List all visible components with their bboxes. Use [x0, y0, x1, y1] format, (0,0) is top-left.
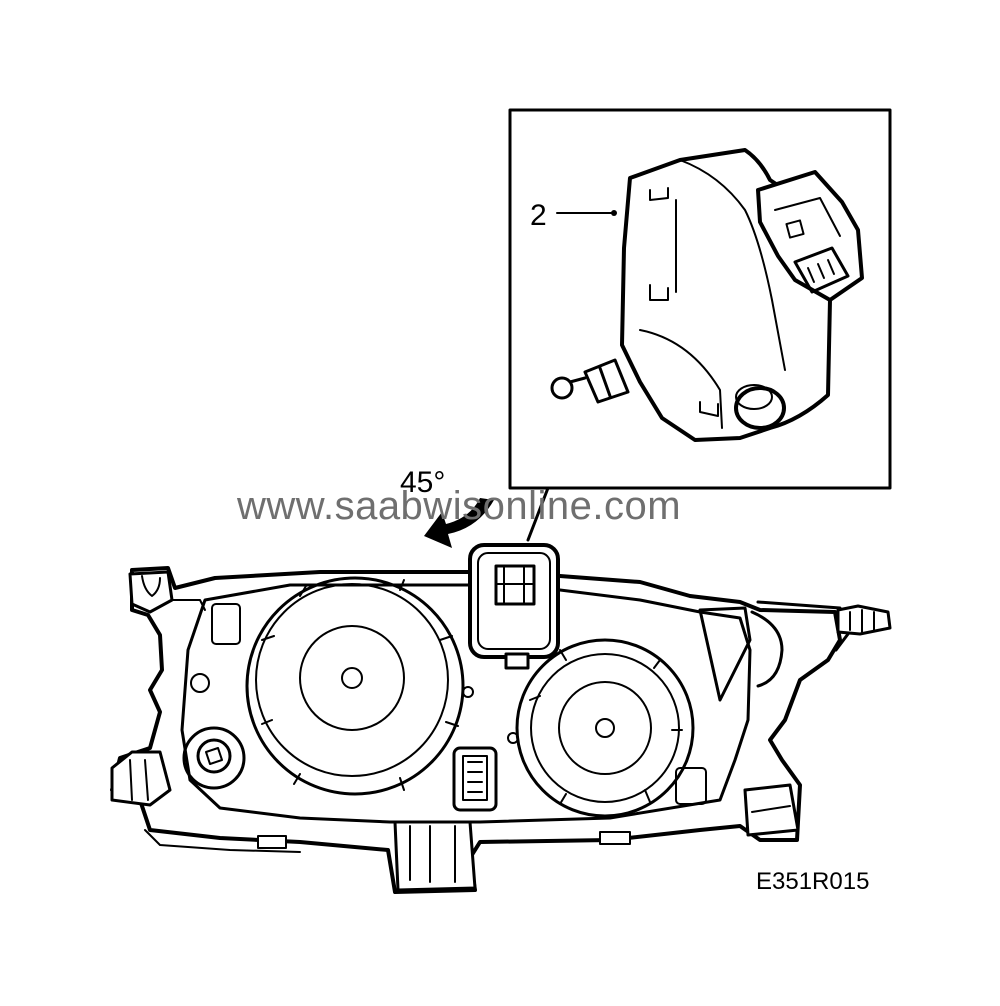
main-beam-reflector — [245, 576, 474, 796]
headlamp-assembly — [110, 543, 892, 894]
inset-pointer-line — [526, 486, 550, 542]
leveller-mount-position — [468, 543, 560, 670]
detail-inset: 2 — [508, 108, 892, 490]
bulb-socket — [182, 726, 246, 790]
wiring-connector — [452, 746, 498, 812]
figure-id: E351R015 — [756, 868, 869, 895]
levelling-motor — [550, 148, 864, 442]
callout-2: 2 — [530, 199, 617, 232]
rotation-indicator: 45° — [400, 466, 494, 548]
dipped-beam-reflector — [507, 638, 695, 818]
watermark: www.saabwisonline.com — [236, 484, 681, 528]
rotation-angle-label: 45° — [400, 466, 445, 499]
rotation-arrow-icon — [424, 498, 494, 548]
callout-2-label: 2 — [530, 199, 547, 232]
